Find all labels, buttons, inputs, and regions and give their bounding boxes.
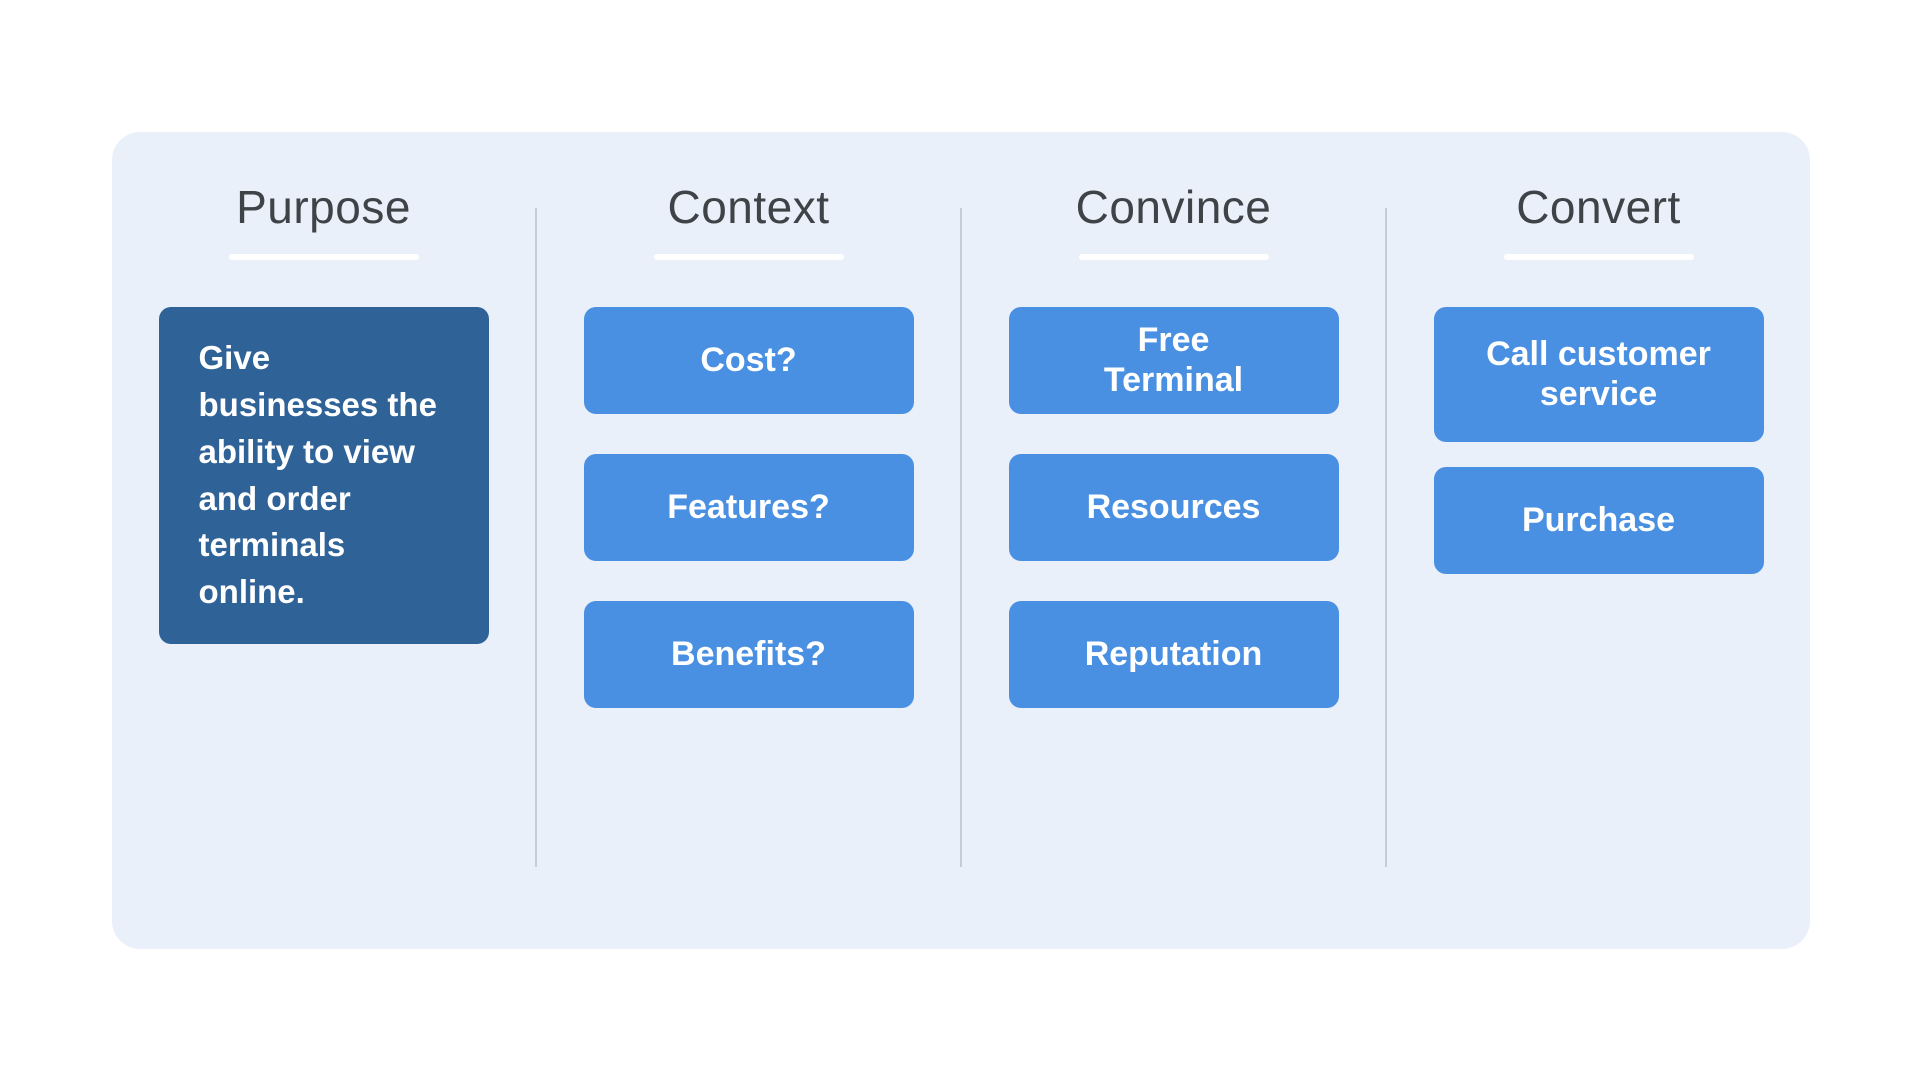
title-underline: [1503, 254, 1694, 260]
column-title-convince: Convince: [1075, 181, 1272, 233]
title-underline: [653, 254, 844, 260]
column-title-convert: Convert: [1516, 181, 1681, 233]
column-divider: [960, 208, 962, 867]
title-underline: [1078, 254, 1269, 260]
column-divider: [1385, 208, 1387, 867]
cost-card: Cost?: [583, 307, 914, 414]
title-underline: [228, 254, 419, 260]
call-customer-service-card: Call customer service: [1433, 307, 1764, 442]
column-convert: Convert Call customer service Purchase: [1387, 132, 1810, 949]
funnel-board: Purpose Give businesses the ability to v…: [112, 132, 1810, 949]
purpose-cards: Give businesses the ability to view and …: [112, 307, 535, 684]
context-cards: Cost? Features? Benefits?: [537, 307, 960, 748]
column-title-context: Context: [667, 181, 830, 233]
purchase-card: Purchase: [1433, 467, 1764, 574]
column-divider: [535, 208, 537, 867]
purpose-statement-card: Give businesses the ability to view and …: [158, 307, 489, 645]
features-card: Features?: [583, 454, 914, 561]
column-title-purpose: Purpose: [236, 181, 411, 233]
column-convince: Convince Free Terminal Resources Reputat…: [962, 132, 1385, 949]
benefits-card: Benefits?: [583, 601, 914, 708]
free-terminal-card: Free Terminal: [1008, 307, 1339, 414]
resources-card: Resources: [1008, 454, 1339, 561]
column-context: Context Cost? Features? Benefits?: [537, 132, 960, 949]
reputation-card: Reputation: [1008, 601, 1339, 708]
convert-cards: Call customer service Purchase: [1387, 307, 1810, 614]
convince-cards: Free Terminal Resources Reputation: [962, 307, 1385, 748]
column-purpose: Purpose Give businesses the ability to v…: [112, 132, 535, 949]
